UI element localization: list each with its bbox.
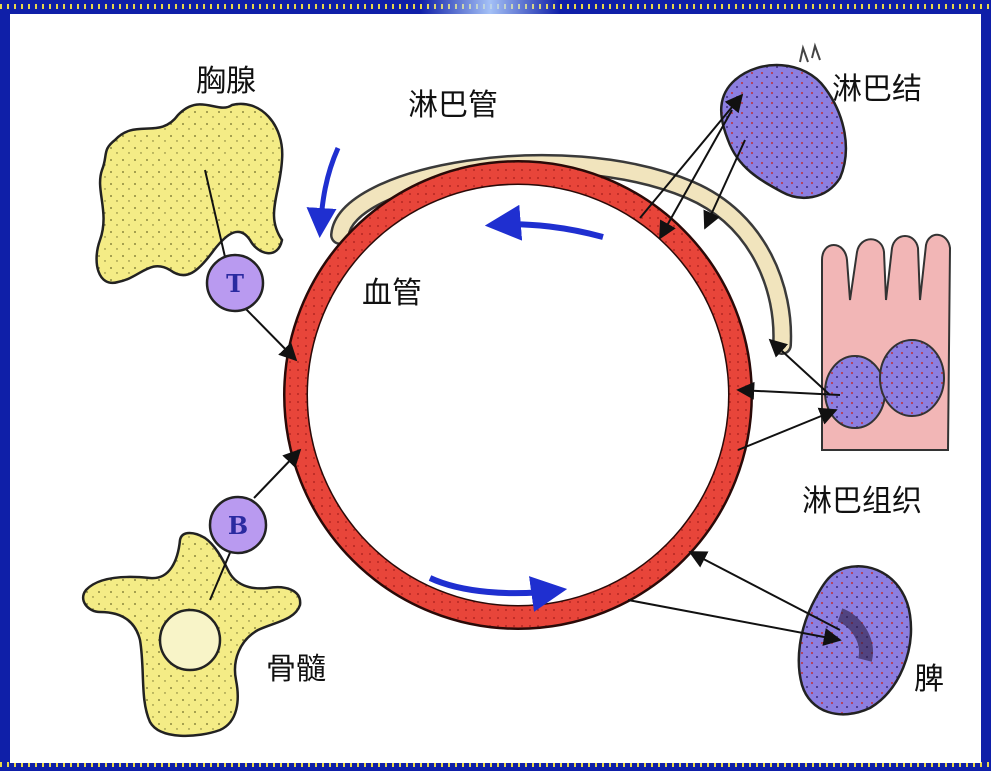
diagram-canvas: T B 胸腺 淋巴管 淋巴结 血管 淋巴组织 骨髓 脾 bbox=[10, 14, 981, 763]
blood-vessel-label: 血管 bbox=[362, 268, 422, 312]
spleen-label: 脾 bbox=[914, 654, 944, 698]
top-glow bbox=[420, 0, 560, 14]
t-cell-label: T bbox=[226, 269, 244, 298]
bcell-to-vessel-line bbox=[254, 450, 300, 498]
lymphoid-circulation-diagram: T B bbox=[10, 14, 981, 763]
bone-marrow-label: 骨髓 bbox=[266, 644, 326, 688]
lymph-vessel-label: 淋巴管 bbox=[408, 80, 498, 124]
lymph-node-label: 淋巴结 bbox=[832, 64, 922, 108]
spleen-organ bbox=[799, 566, 911, 714]
lymph-node-organ bbox=[721, 65, 846, 198]
thymus-label: 胸腺 bbox=[196, 56, 256, 100]
lymphoid-tissue-label: 淋巴组织 bbox=[802, 476, 922, 520]
spleen-to-vessel-line bbox=[690, 552, 840, 630]
b-cell-label: B bbox=[228, 511, 248, 540]
tcell-to-vessel-line bbox=[242, 305, 296, 360]
thymus-organ bbox=[97, 104, 283, 283]
